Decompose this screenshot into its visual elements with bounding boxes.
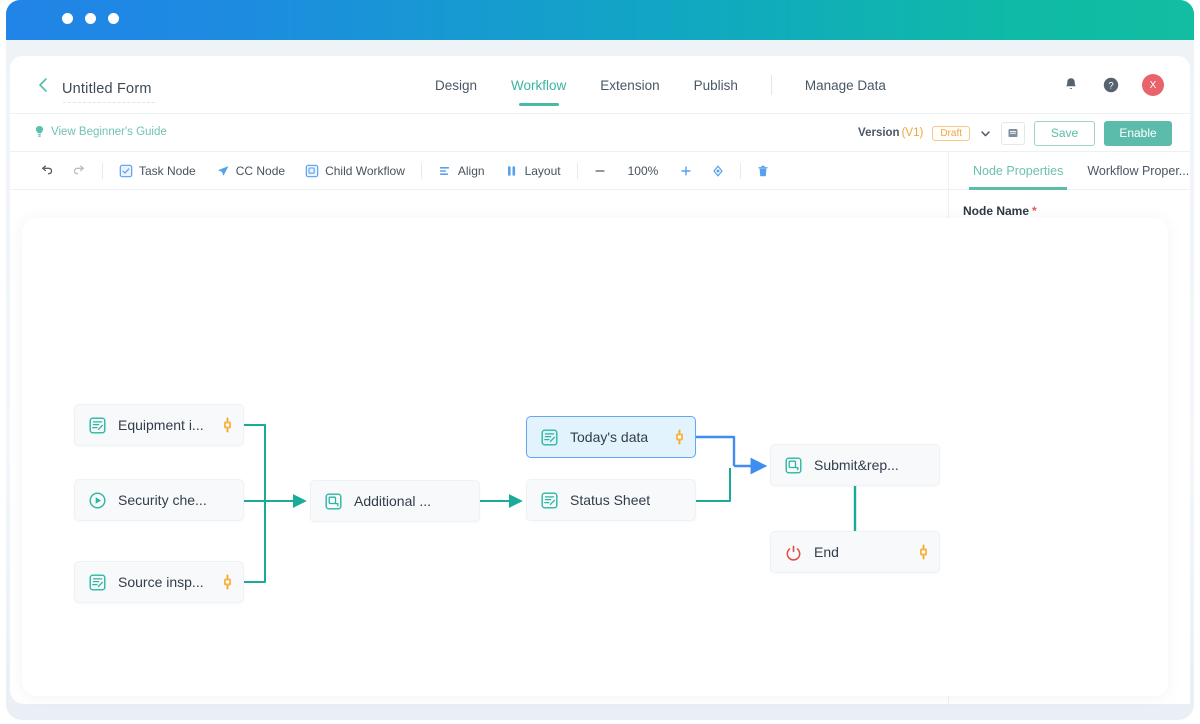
redo-icon[interactable] (63, 163, 96, 178)
child-workflow-icon (305, 164, 319, 178)
nav-divider (771, 75, 772, 95)
lightbulb-icon (34, 125, 45, 138)
flow-node-end[interactable]: End (770, 531, 940, 573)
delete-button[interactable] (747, 164, 779, 178)
flow-node-label: Source insp... (118, 574, 204, 590)
node-branch-badge-icon[interactable] (920, 545, 927, 560)
back-chevron-icon[interactable] (33, 75, 53, 95)
start-play-icon (89, 492, 106, 509)
child-flow-icon (785, 457, 802, 474)
tab-node-properties[interactable]: Node Properties (961, 152, 1075, 190)
flow-node-label: End (814, 544, 839, 560)
main-nav-tabs: Design Workflow Extension Publish Manage… (418, 56, 903, 114)
tab-design[interactable]: Design (418, 56, 494, 114)
avatar[interactable]: X (1142, 74, 1164, 96)
tab-workflow-properties[interactable]: Workflow Proper... (1075, 152, 1200, 190)
page-title[interactable]: Untitled Form (62, 81, 152, 97)
align-label: Align (458, 164, 485, 178)
layout-button[interactable]: Layout (495, 164, 571, 178)
zoom-out-button[interactable] (584, 164, 616, 178)
help-icon[interactable]: ? (1102, 76, 1120, 94)
flow-node-equipment[interactable]: Equipment i... (74, 404, 244, 446)
flow-node-label: Submit&rep... (814, 457, 899, 473)
fit-view-button[interactable] (702, 164, 734, 178)
toolbar-divider (102, 163, 103, 179)
flow-node-label: Additional ... (354, 493, 431, 509)
task-node-label: Task Node (139, 164, 196, 178)
enable-button[interactable]: Enable (1104, 121, 1172, 146)
add-child-workflow-button[interactable]: Child Workflow (295, 164, 415, 178)
child-flow-icon (325, 493, 342, 510)
flow-node-additional[interactable]: Additional ... (310, 480, 480, 522)
flow-node-label: Equipment i... (118, 417, 204, 433)
layout-icon (505, 164, 519, 178)
flow-node-source[interactable]: Source insp... (74, 561, 244, 603)
app-header: Untitled Form Design Workflow Extension … (10, 56, 1190, 114)
bell-icon[interactable] (1062, 76, 1080, 94)
power-end-icon (785, 544, 802, 561)
svg-text:?: ? (1108, 81, 1113, 92)
flow-node-label: Security che... (118, 492, 207, 508)
align-button[interactable]: Align (428, 164, 495, 178)
tab-manage-data[interactable]: Manage Data (788, 56, 903, 114)
flow-node-status-sheet[interactable]: Status Sheet (526, 479, 696, 521)
cc-node-icon (216, 164, 230, 178)
flow-node-security[interactable]: Security che... (74, 479, 244, 521)
tab-workflow[interactable]: Workflow (494, 56, 583, 114)
chevron-down-icon[interactable] (979, 127, 992, 140)
node-name-label-text: Node Name (963, 204, 1029, 218)
history-icon[interactable] (1001, 122, 1025, 145)
form-icon (89, 574, 106, 591)
flow-node-submit-report[interactable]: Submit&rep... (770, 444, 940, 486)
add-cc-node-button[interactable]: CC Node (206, 164, 295, 178)
version-controls: Version (V1) Draft Save Enable (858, 114, 1172, 152)
version-number: (V1) (902, 127, 924, 139)
properties-tabs: Node Properties Workflow Proper... (949, 152, 1190, 190)
beginners-guide-label: View Beginner's Guide (51, 126, 167, 138)
window-maximize-dot[interactable] (108, 13, 119, 24)
add-task-node-button[interactable]: Task Node (109, 164, 206, 178)
align-icon (438, 164, 452, 178)
required-marker: * (1032, 204, 1037, 218)
form-icon (89, 417, 106, 434)
tab-extension[interactable]: Extension (583, 56, 676, 114)
window-controls (62, 13, 119, 24)
window-close-dot[interactable] (62, 13, 73, 24)
zoom-level-label: 100% (616, 164, 671, 178)
workflow-canvas[interactable]: Equipment i... (22, 218, 1168, 696)
cc-node-label: CC Node (236, 164, 285, 178)
app-shell: Untitled Form Design Workflow Extension … (10, 56, 1190, 704)
undo-icon[interactable] (30, 163, 63, 178)
zoom-in-button[interactable] (670, 164, 702, 178)
toolbar-divider-4 (740, 163, 741, 179)
status-badge: Draft (932, 126, 970, 141)
tab-publish[interactable]: Publish (677, 56, 755, 114)
toolbar-divider-2 (421, 163, 422, 179)
toolbar-divider-3 (577, 163, 578, 179)
form-icon (541, 492, 558, 509)
workflow-toolbar: Task Node CC Node Child Workflow (10, 152, 948, 190)
flow-node-todays-data[interactable]: Today's data (526, 416, 696, 458)
task-node-icon (119, 164, 133, 178)
node-branch-badge-icon[interactable] (224, 575, 231, 590)
flow-graph: Equipment i... (22, 218, 1168, 696)
window-minimize-dot[interactable] (85, 13, 96, 24)
node-branch-badge-icon[interactable] (676, 430, 683, 445)
child-workflow-label: Child Workflow (325, 164, 405, 178)
node-name-field-label: Node Name* (963, 204, 1037, 218)
beginners-guide-link[interactable]: View Beginner's Guide (34, 125, 167, 138)
window-titlebar (6, 0, 1194, 40)
version-label: Version (858, 127, 900, 139)
title-underline (63, 102, 155, 103)
form-icon (541, 429, 558, 446)
flow-node-label: Status Sheet (570, 492, 650, 508)
layout-label: Layout (525, 164, 561, 178)
node-branch-badge-icon[interactable] (224, 418, 231, 433)
flow-node-label: Today's data (570, 429, 648, 445)
sub-header: View Beginner's Guide Version (V1) Draft (10, 114, 1190, 152)
save-button[interactable]: Save (1034, 121, 1095, 146)
header-actions: ? X (1062, 56, 1164, 114)
